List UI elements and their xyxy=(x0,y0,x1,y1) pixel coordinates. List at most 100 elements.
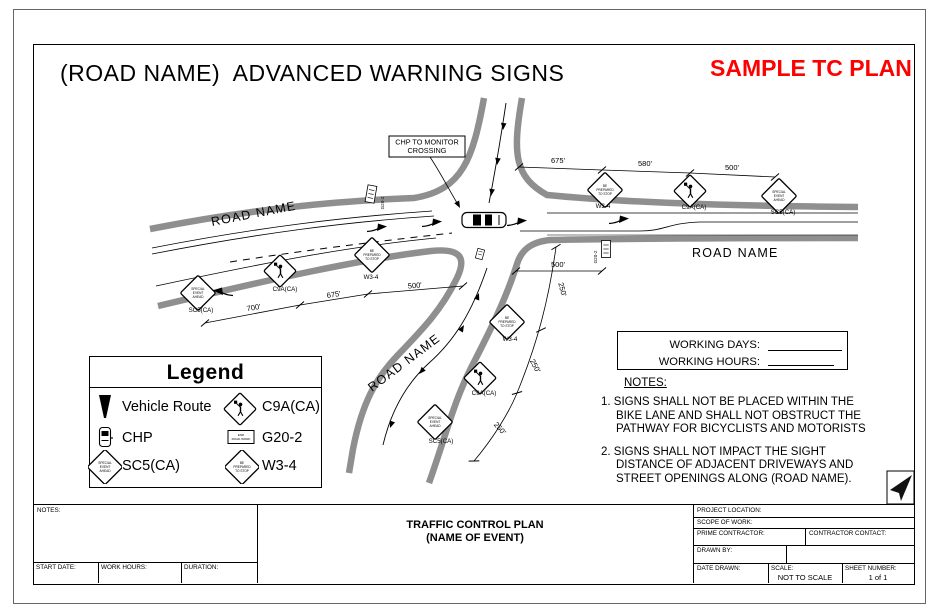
svg-text:END: END xyxy=(238,433,245,437)
tb-scale-label: SCALE: xyxy=(771,565,794,572)
north-leg-centerline xyxy=(488,102,507,204)
sheet-title: TRAFFIC CONTROL PLAN xyxy=(406,519,544,531)
notes-list: 1. SIGNS SHALL NOT BE PLACED WITHIN THE … xyxy=(601,396,873,495)
lane-dash-line xyxy=(229,232,453,263)
working-days-blank xyxy=(768,338,842,351)
chp-callout: CHP TO MONITOR CROSSING xyxy=(388,135,466,210)
note-item: 2. SIGNS SHALL NOT IMPACT THE SIGHT DIST… xyxy=(601,445,854,485)
tb-prime-contractor-label: PRIME CONTRACTOR: xyxy=(697,530,765,537)
svg-text:W3-4: W3-4 xyxy=(503,336,518,343)
tb-drawn-by-label: DRAWN BY: xyxy=(697,547,733,554)
svg-text:SC5(CA): SC5(CA) xyxy=(771,209,796,216)
road-name-east: ROAD NAME xyxy=(692,246,779,260)
working-hours-label: WORKING HOURS: xyxy=(658,355,760,368)
dimension-side-street: 500' xyxy=(511,260,607,275)
legend-item-label: SC5(CA) xyxy=(122,458,181,474)
g20-2-sign-icon: END ROAD WORK xyxy=(227,430,255,444)
svg-text:250': 250' xyxy=(556,281,568,297)
g20-2-sign xyxy=(601,240,611,258)
working-days-label: WORKING DAYS: xyxy=(669,338,760,351)
legend-item-label: CHP xyxy=(122,430,153,446)
road-name-south: ROAD NAME xyxy=(365,331,443,394)
tb-work-hours-label: WORK HOURS: xyxy=(101,564,147,571)
vehicle-route-icon xyxy=(99,395,111,418)
sample-tc-plan-stamp: SAMPLE TC PLAN xyxy=(710,55,912,81)
svg-text:700': 700' xyxy=(246,302,262,313)
legend-item-label: G20-2 xyxy=(262,430,303,446)
w3-4-sign xyxy=(353,236,391,274)
north-arrow xyxy=(886,470,914,505)
legend-item-label: Vehicle Route xyxy=(122,399,212,415)
tb-project-location-label: PROJECT LOCATION: xyxy=(697,507,762,514)
legend-item-label: W3-4 xyxy=(262,458,297,474)
sc5-sign xyxy=(179,274,217,312)
sc5-sign-icon xyxy=(88,450,122,484)
c9a-sign-icon xyxy=(223,392,257,426)
svg-text:SC5(CA): SC5(CA) xyxy=(189,307,214,314)
svg-text:C9A(CA): C9A(CA) xyxy=(472,390,497,397)
svg-text:675': 675' xyxy=(551,156,566,165)
svg-text:500': 500' xyxy=(725,163,740,172)
svg-text:CHP TO MONITOR: CHP TO MONITOR xyxy=(395,138,459,147)
legend: Legend Vehicle Route CHP SC5(CA) C9A(CA)… xyxy=(88,356,322,488)
svg-text:500': 500' xyxy=(551,260,566,269)
road-curb-northwest xyxy=(149,97,488,233)
svg-text:G20-2: G20-2 xyxy=(380,196,385,209)
svg-text:ROAD WORK: ROAD WORK xyxy=(232,437,251,441)
working-hours-blank xyxy=(768,353,834,366)
dimension-chain-south: 250' 250' 250' xyxy=(468,242,569,467)
route-arrow xyxy=(500,122,507,131)
tb-date-drawn-label: DATE DRAWN: xyxy=(697,565,741,572)
chp-car-icon xyxy=(98,426,113,448)
chp-vehicle xyxy=(461,211,507,229)
road-name-west: ROAD NAME xyxy=(210,199,298,229)
notes-heading: NOTES: xyxy=(624,377,667,389)
route-arrow xyxy=(488,188,495,197)
road-curb-southwest xyxy=(157,247,465,474)
dimension-chain-east: 675' 580' 500' xyxy=(514,156,780,181)
sheet-subtitle: (NAME OF EVENT) xyxy=(426,532,524,544)
drawing-frame xyxy=(33,44,915,585)
svg-text:675': 675' xyxy=(326,289,342,300)
note-item: 1. SIGNS SHALL NOT BE PLACED WITHIN THE … xyxy=(601,396,866,435)
svg-text:W3-4: W3-4 xyxy=(596,203,611,210)
title-block-divider xyxy=(33,504,914,505)
lane-line xyxy=(151,215,435,255)
tb-scope-label: SCOPE OF WORK: xyxy=(697,519,753,526)
tb-notes-label: NOTES: xyxy=(37,507,61,514)
lane-arrow xyxy=(421,217,443,228)
dimension-chain-west: 700' 675' 500' xyxy=(200,280,468,327)
svg-text:580': 580' xyxy=(638,159,653,168)
tb-sheet-number-label: SHEET NUMBER: xyxy=(845,565,897,572)
svg-text:CROSSING: CROSSING xyxy=(408,146,447,155)
lane-arrow xyxy=(506,216,528,227)
w3-4-sign xyxy=(488,303,526,341)
legend-item-label: C9A(CA) xyxy=(262,399,321,415)
svg-text:250': 250' xyxy=(528,358,543,375)
tb-start-date-label: START DATE: xyxy=(36,564,76,571)
tb-sheet-number-value: 1 of 1 xyxy=(868,573,888,582)
traffic-plan-drawing: BE PREPARED TO STOP SPECIAL EVENT AHEAD xyxy=(149,97,914,505)
side-street-sign xyxy=(474,247,486,261)
lane-line xyxy=(151,210,433,249)
svg-text:G20-2: G20-2 xyxy=(593,250,598,263)
svg-text:C9A(CA): C9A(CA) xyxy=(273,286,298,293)
svg-text:W3-4: W3-4 xyxy=(364,274,379,281)
route-arrow xyxy=(494,157,501,166)
tb-contractor-contact-label: CONTRACTOR CONTACT: xyxy=(809,530,887,537)
page-title: (ROAD NAME) ADVANCED WARNING SIGNS xyxy=(60,60,565,86)
lane-arrow xyxy=(366,222,388,233)
working-schedule-box: WORKING DAYS: WORKING HOURS: xyxy=(617,331,848,370)
svg-text:C9A(CA): C9A(CA) xyxy=(682,204,707,211)
north-arrow-icon xyxy=(890,475,912,501)
lane-arrow xyxy=(608,214,630,225)
svg-text:500': 500' xyxy=(407,280,422,290)
tb-duration-label: DURATION: xyxy=(184,564,219,571)
svg-text:SC5(CA): SC5(CA) xyxy=(429,438,454,445)
w3-4-sign-icon xyxy=(225,450,259,484)
outer-border xyxy=(13,9,926,604)
road-curb-southeast xyxy=(425,234,859,485)
legend-title: Legend xyxy=(90,357,321,388)
lane-taper-line xyxy=(520,221,858,232)
